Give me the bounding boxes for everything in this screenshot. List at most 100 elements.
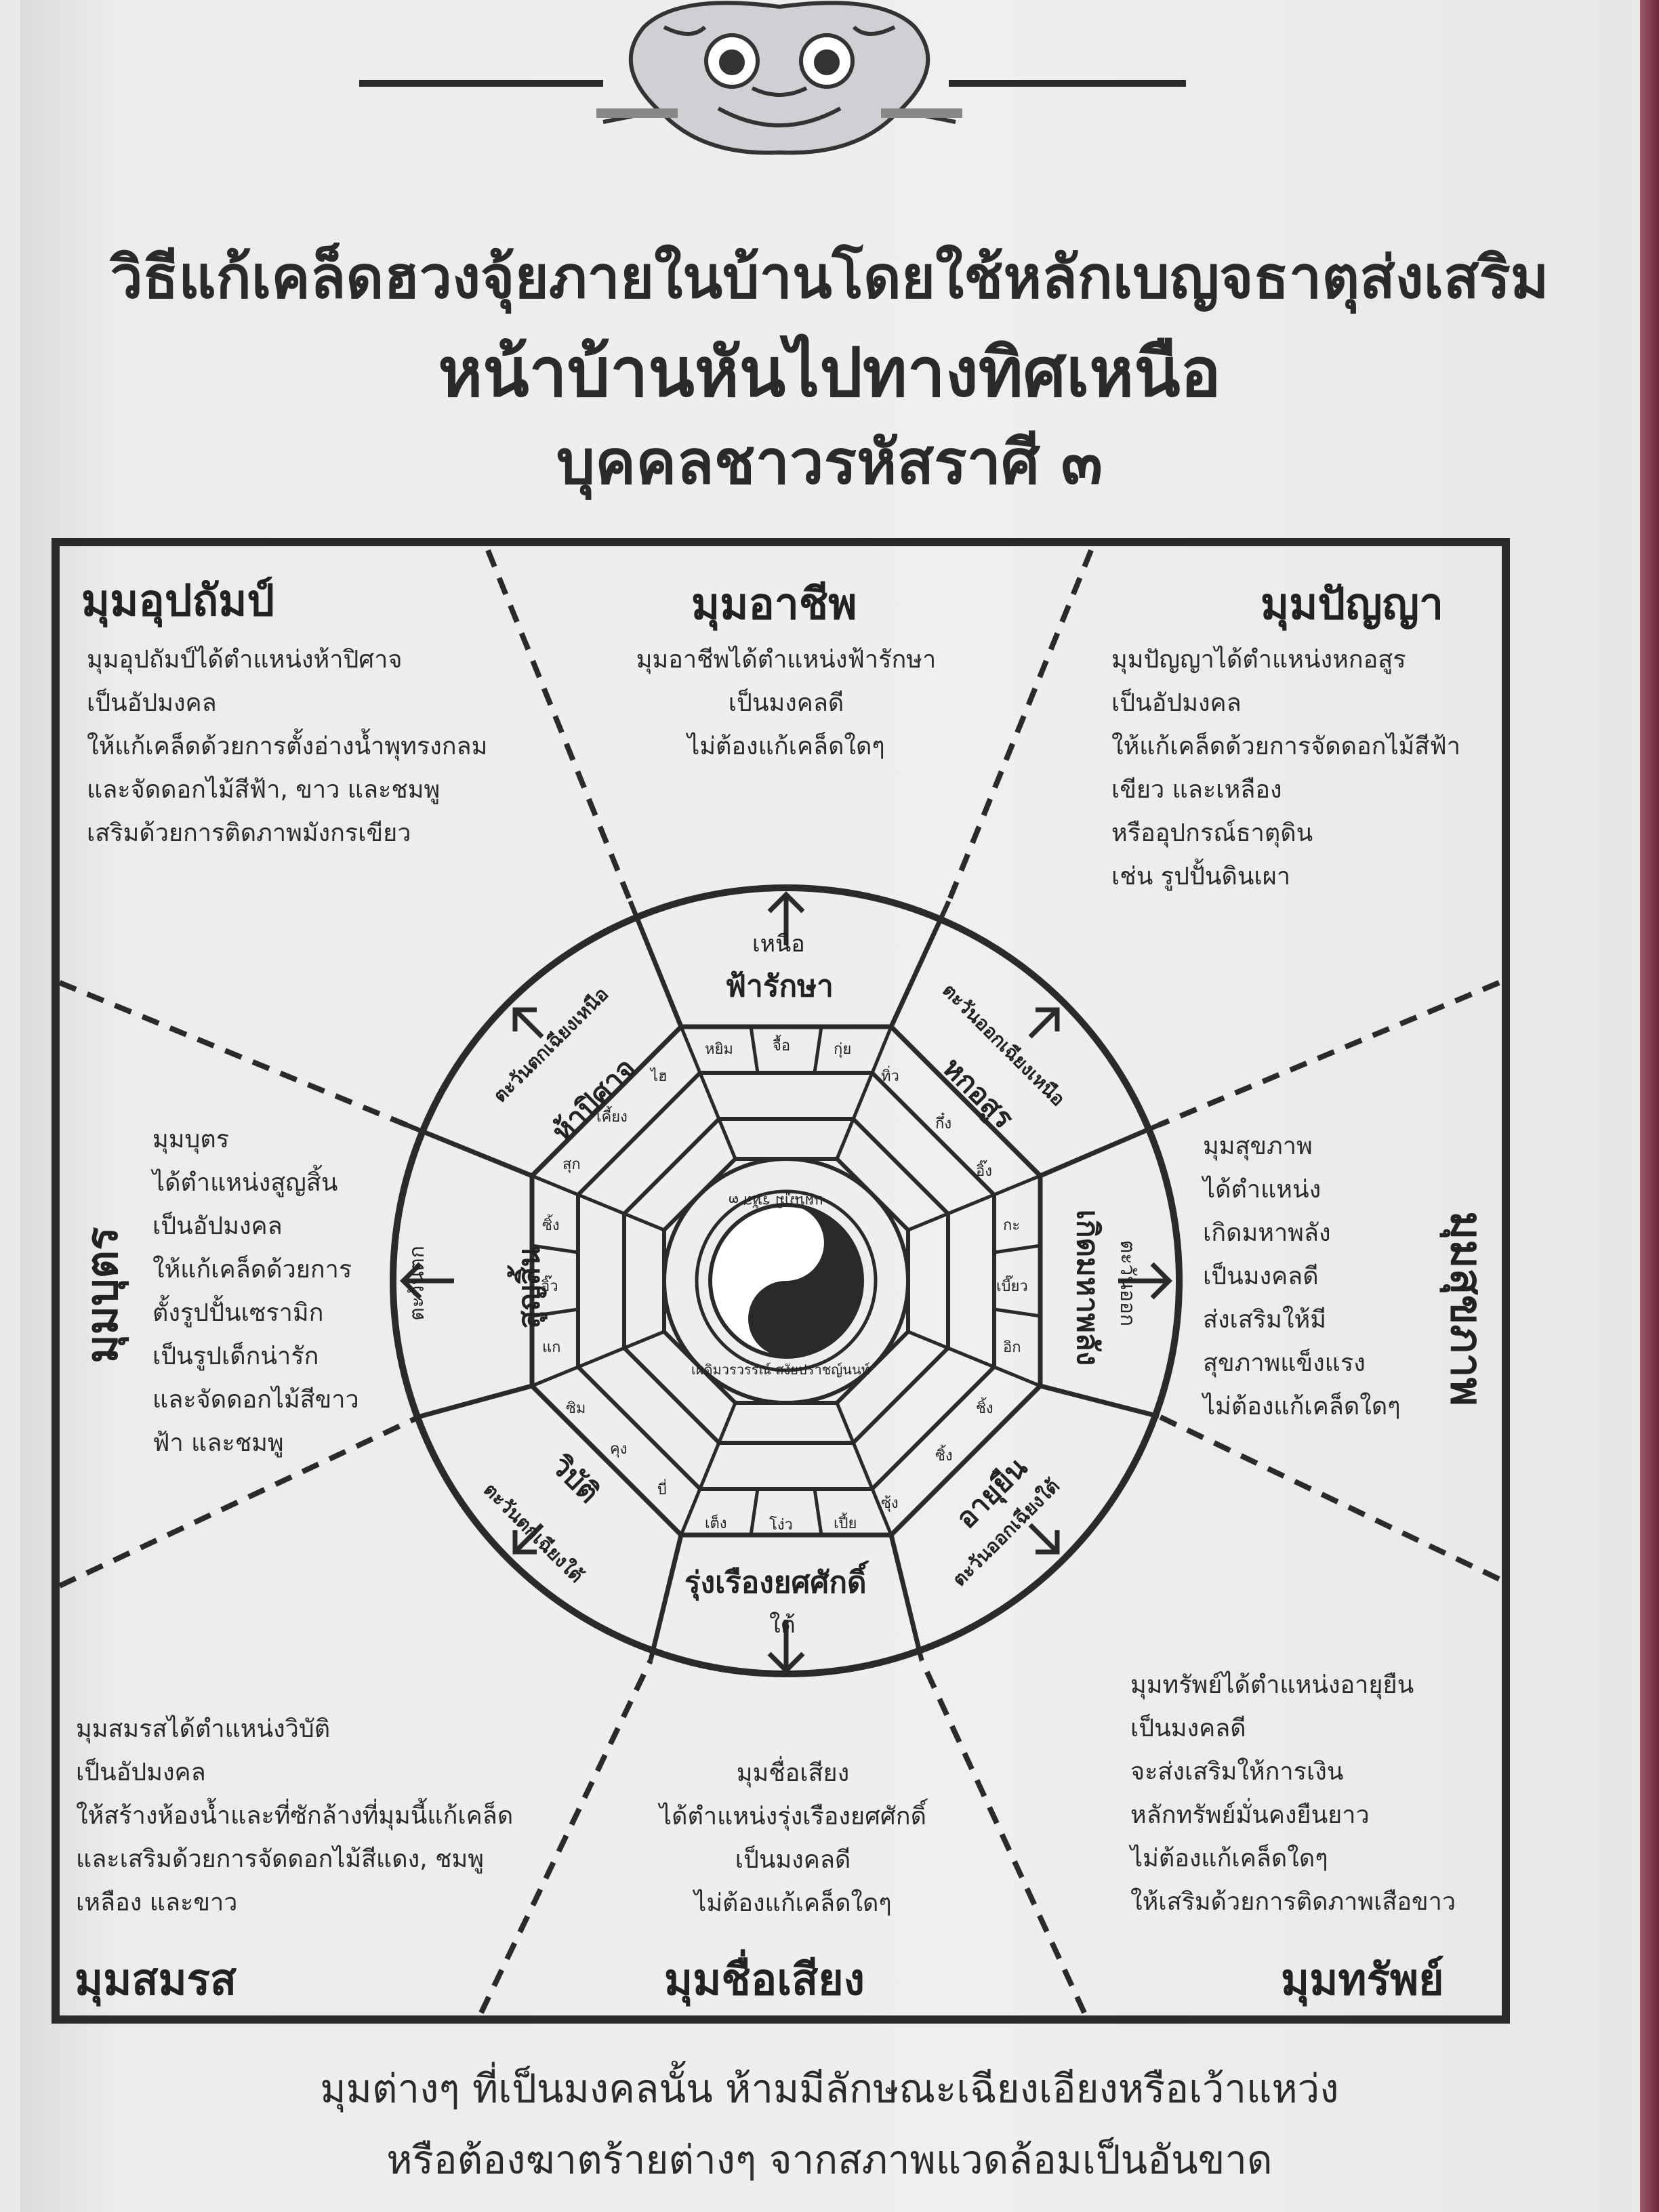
note-line: เป็นมงคลดี: [1203, 1263, 1319, 1290]
sector-char-sw-1: บี่: [657, 1481, 667, 1498]
note-line: มุมบุตร: [152, 1126, 230, 1153]
note-line: เป็นอัปมงคล: [1111, 689, 1242, 717]
sector-char-se-2: ซิ้ง: [935, 1448, 953, 1465]
note-line: สุขภาพแข็งแรง: [1203, 1349, 1366, 1377]
sector-char-ne-1: ทิ่ว: [881, 1068, 899, 1085]
sector-char-se-3: ซุ้ง: [881, 1495, 899, 1512]
corner-name-s: มุมชื่อเสียง: [664, 1955, 865, 2005]
note-line: มุมปัญญาได้ตำแหน่งหกอสูร: [1111, 646, 1406, 674]
note-line: ให้แก้เคล็ดด้วยการจัดดอกไม้สีฟ้า: [1111, 733, 1460, 760]
note-line: ให้แก้เคล็ดด้วยการตั้งอ่างน้ำพุทรงกลม: [87, 733, 488, 760]
corner-note-nw: มุมอุปถัมป์ได้ตำแหน่งห้าปิศาจ เป็นอัปมงค…: [87, 638, 487, 855]
position-north: ฟ้ารักษา: [725, 969, 834, 1004]
note-line: มุมอาชีพได้ตำแหน่งฟ้ารักษา: [636, 646, 937, 674]
center-ring-bottom: เผดิมวรวรรณ์ สงัยปราชญ์นนท์: [691, 1361, 870, 1378]
note-line: มุมอุปถัมป์ได้ตำแหน่งห้าปิศาจ: [87, 646, 403, 674]
note-line: ให้แก้เคล็ดด้วยการ: [152, 1256, 352, 1284]
note-line: เป็นมงคลดี: [735, 1846, 851, 1874]
ornament-rule-left: [359, 80, 603, 87]
note-line: และเสริมด้วยการจัดดอกไม้สีแดง, ชมพู: [76, 1845, 484, 1873]
note-line: เสริมด้วยการติดภาพมังกรเขียว: [87, 819, 411, 847]
corner-note-ne: มุมปัญญาได้ตำแหน่งหกอสูร เป็นอัปมงคล ให้…: [1111, 638, 1460, 899]
corner-name-n: มุมอาชีพ: [691, 579, 857, 630]
corner-name-w: มุมบุตร: [77, 1227, 128, 1364]
corner-note-se: มุมทรัพย์ได้ตำแหน่งอายุยืน เป็นมงคลดี จะ…: [1130, 1664, 1456, 1924]
title-line-1: วิธีแก้เคล็ดฮวงจุ้ยภายในบ้านโดยใช้หลักเบ…: [110, 244, 1549, 312]
book-page: [20, 0, 1633, 2212]
corner-name-e: มุมสุขภาพ: [1440, 1211, 1491, 1406]
sector-char-s-1: เปี้ย: [834, 1515, 857, 1532]
compass-north: เหนือ: [752, 930, 805, 958]
note-line: มุมสมรสได้ตำแหน่งวิบัติ: [76, 1715, 331, 1743]
sector-char-w-1: แก: [542, 1339, 561, 1356]
note-line: หรืออุปกรณ์ธาตุดิน: [1111, 819, 1313, 847]
book-spine: [1640, 0, 1659, 2212]
sector-char-w-2: อิ๊ว: [541, 1278, 558, 1295]
note-line: ได้ตำแหน่งรุ่งเรืองยศศักดิ์: [659, 1803, 926, 1830]
note-line: ฟ้า และชมพู: [152, 1429, 284, 1457]
note-line: เป็นอัปมงคล: [87, 689, 217, 717]
corner-name-se: มุมทรัพย์: [1281, 1955, 1444, 2005]
sector-char-e-1: กะ: [1003, 1217, 1021, 1234]
note-line: ให้เสริมด้วยการติดภาพเสือขาว: [1130, 1888, 1456, 1916]
footer-line-2: หรือต้องฆาตร้ายต่างๆ จากสภาพแวดล้อมเป็นอ…: [386, 2137, 1273, 2183]
sector-char-n-1: หยิม: [705, 1041, 733, 1058]
corner-name-sw: มุมสมรส: [75, 1955, 237, 2005]
note-line: มุมสุขภาพ: [1203, 1132, 1313, 1160]
sector-char-se-1: ชิ้ง: [976, 1400, 994, 1417]
corner-name-nw: มุมอุปถัมป์: [81, 576, 274, 626]
sector-char-ne-2: กึ๋ง: [935, 1115, 952, 1132]
note-line: เป็นรูปเด็กน่ารัก: [152, 1343, 319, 1370]
footer-line-1: มุมต่างๆ ที่เป็นมงคลนั้น ห้ามมีลักษณะเฉี…: [320, 2066, 1339, 2112]
note-line: ได้ตำแหน่งสูญสิ้น: [152, 1169, 338, 1197]
note-line: มุมชื่อเสียง: [736, 1759, 850, 1787]
sector-char-nw-3: ไฮ: [651, 1068, 668, 1085]
note-line: เช่น รูปปั้นดินเผา: [1111, 863, 1291, 890]
title-line-2: หน้าบ้านหันไปทางทิศเหนือ: [438, 333, 1221, 412]
note-line: ไม่ต้องแก้เคล็ดใดๆ: [1203, 1393, 1401, 1420]
sector-char-w-3: ซิ้ง: [542, 1217, 560, 1234]
note-line: ไม่ต้องแก้เคล็ดใดๆ: [1130, 1845, 1328, 1872]
corner-note-n: มุมอาชีพได้ตำแหน่งฟ้ารักษา เป็นมงคลดี ไม…: [596, 638, 976, 769]
sector-char-e-2: เบี๊ยว: [996, 1278, 1028, 1295]
position-east: เกิดมหาพลัง: [1070, 1209, 1105, 1366]
note-line: ส่งเสริมให้มี: [1203, 1306, 1326, 1334]
note-line: เป็นอัปมงคล: [152, 1212, 283, 1240]
sector-char-n-3: กุ่ย: [834, 1041, 852, 1058]
sector-char-sw-2: คุง: [610, 1441, 628, 1458]
corner-note-e: มุมสุขภาพ ได้ตำแหน่ง เกิดมหาพลัง เป็นมงค…: [1203, 1125, 1401, 1429]
note-line: ให้สร้างห้องน้ำและที่ซักล้างที่มุมนี้แก้…: [76, 1802, 514, 1830]
compass-south: ใต้: [769, 1612, 796, 1639]
title-line-3: บุคคลชาวรหัสราศี ๓: [556, 427, 1103, 498]
note-line: มุมทรัพย์ได้ตำแหน่งอายุยืน: [1130, 1671, 1414, 1699]
ornament-rule-right: [949, 80, 1186, 87]
note-line: ไม่ต้องแก้เคล็ดใดๆ: [687, 733, 885, 760]
compass-east: ตะวันออก: [1115, 1240, 1140, 1327]
sector-char-s-2: โง่ว: [769, 1517, 793, 1534]
corner-note-s: มุมชื่อเสียง ได้ตำแหน่งรุ่งเรืองยศศักดิ์…: [583, 1752, 1003, 1925]
yin-yang-icon: [708, 1203, 864, 1359]
note-line: จะส่งเสริมให้การเงิน: [1130, 1758, 1344, 1786]
note-line: หลักทรัพย์มั่นคงยืนยาว: [1130, 1801, 1370, 1829]
note-line: เหลือง และขาว: [76, 1889, 238, 1917]
note-line: และจัดดอกไม้สีฟ้า, ขาว และชมพู: [87, 776, 441, 804]
sector-char-e-3: อิก: [1003, 1339, 1021, 1356]
corner-note-w: มุมบุตร ได้ตำแหน่งสูญสิ้น เป็นอัปมงคล ให…: [152, 1118, 359, 1465]
sector-char-nw-2: เคี้ยง: [596, 1109, 628, 1126]
note-line: เป็นอัปมงคล: [76, 1759, 206, 1786]
note-line: เขียว และเหลือง: [1111, 776, 1282, 804]
note-line: ได้ตำแหน่ง: [1203, 1176, 1322, 1204]
corner-note-sw: มุมสมรสได้ตำแหน่งวิบัติ เป็นอัปมงคล ให้ส…: [76, 1708, 513, 1925]
sector-char-s-3: เต็ง: [705, 1515, 727, 1532]
guardian-mask-ornament: [596, 1, 962, 155]
note-line: ตั้งรูปปั้นเซรามิก: [152, 1299, 324, 1327]
compass-west: ตะวันตก: [405, 1246, 429, 1321]
position-south: รุ่งเรืองยศศักดิ์: [684, 1565, 867, 1600]
note-line: และจัดดอกไม้สีขาว: [152, 1386, 359, 1414]
sector-char-n-2: จื้อ: [773, 1038, 791, 1054]
note-line: เกิดมหาพลัง: [1203, 1219, 1331, 1247]
corner-name-ne: มุมปัญญา: [1261, 579, 1443, 630]
sector-char-nw-1: สุก: [562, 1156, 581, 1173]
sector-char-sw-3: ซิม: [566, 1400, 586, 1417]
